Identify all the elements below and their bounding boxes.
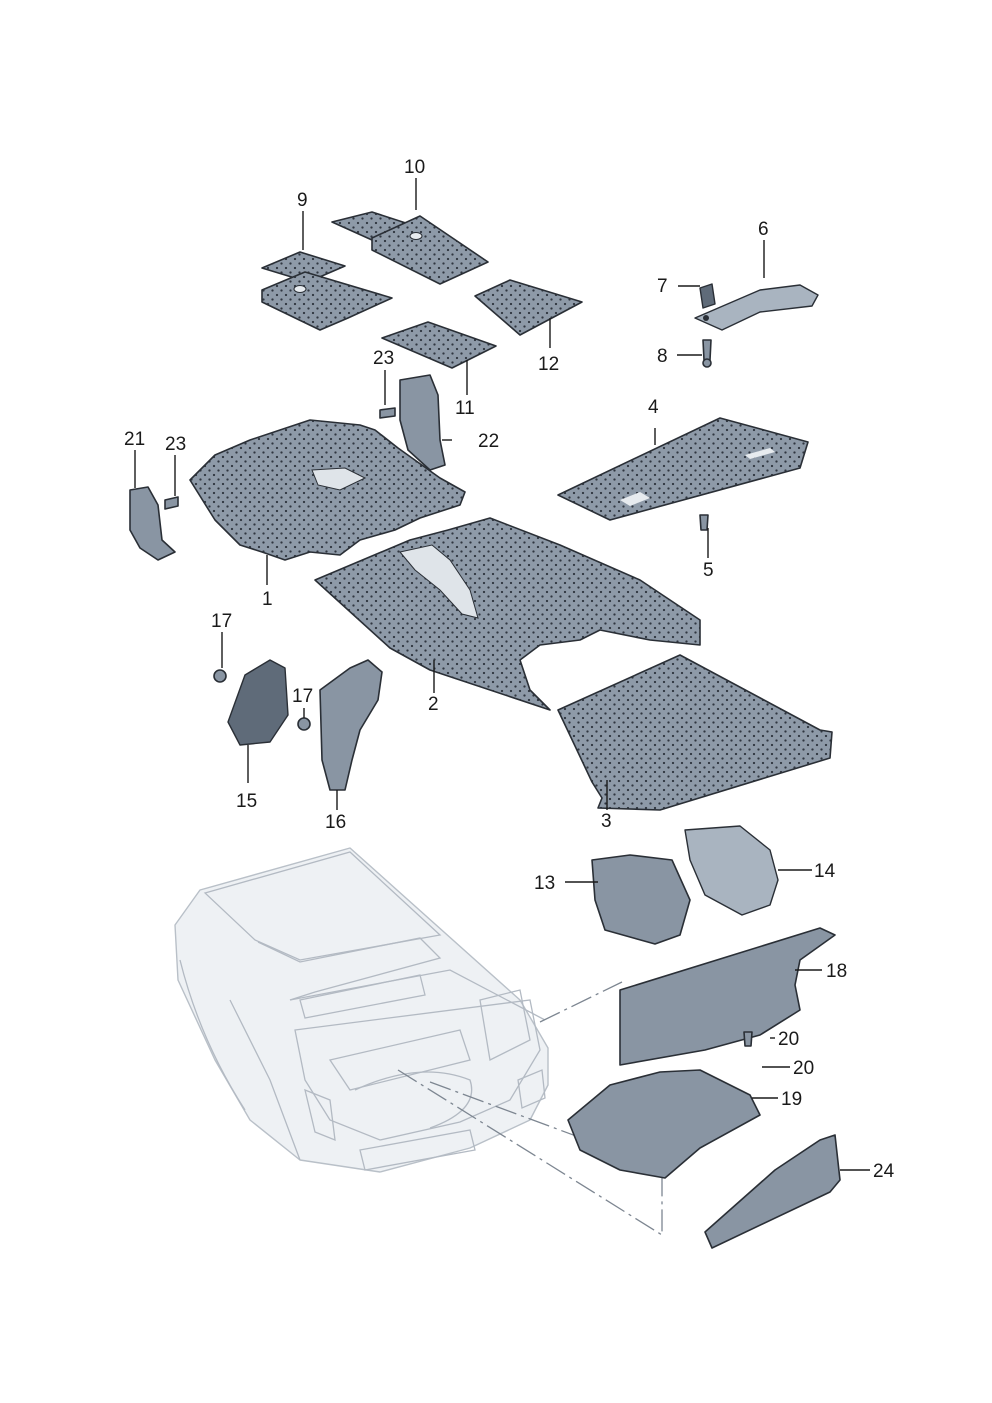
callout-14: 14 (814, 861, 836, 882)
callout-15: 15 (236, 791, 257, 812)
callout-13: 13 (534, 873, 555, 894)
luggage-rear-panel-trim (619, 927, 836, 1066)
floor-mat-rear-left (261, 251, 393, 331)
footwell-trim-left (129, 486, 179, 561)
callout-11: 11 (455, 398, 475, 419)
callout-23-upper: 23 (373, 348, 394, 369)
callout-22: 22 (478, 431, 499, 452)
floor-mat-front-left (331, 211, 489, 285)
callout-23-left: 23 (165, 434, 186, 455)
callout-21: 21 (124, 429, 145, 450)
callout-17-left: 17 (211, 611, 232, 632)
front-floor-carpet (189, 419, 466, 561)
callout-6: 6 (758, 219, 769, 240)
luggage-compartment-floor (557, 654, 833, 811)
callout-1: 1 (262, 589, 273, 610)
car-rear-body (174, 847, 549, 1173)
floor-mat-rear-right (381, 321, 497, 369)
callout-12: 12 (538, 354, 559, 375)
callout-3: 3 (601, 811, 612, 832)
callout-10: 10 (404, 157, 425, 178)
luggage-side-panel (704, 1134, 841, 1249)
callout-2: 2 (428, 694, 439, 715)
spare-wheel-well-cover (567, 1069, 761, 1179)
callout-8: 8 (657, 346, 668, 367)
callout-20-upper: 20 (778, 1029, 799, 1050)
bracket-assembly (694, 283, 819, 368)
leader-lines (134, 178, 870, 1171)
callout-24: 24 (873, 1161, 895, 1182)
rear-floor-carpet (314, 517, 701, 711)
storage-boxes (591, 825, 779, 945)
callout-16: 16 (325, 812, 346, 833)
callout-4: 4 (648, 397, 659, 418)
rear-side-trim-pieces (213, 659, 383, 791)
callout-9: 9 (297, 190, 308, 211)
callout-5: 5 (703, 560, 714, 581)
rear-parcel-shelf-trim (557, 417, 809, 531)
callout-7: 7 (657, 276, 668, 297)
callout-labels: 10 9 6 7 8 12 23 11 22 4 5 21 23 1 17 2 … (124, 157, 895, 1182)
callout-20-lower: 20 (793, 1058, 814, 1079)
floor-mat-front-right (474, 279, 583, 336)
callout-17-right: 17 (292, 686, 313, 707)
center-tunnel-trim (379, 374, 446, 471)
callout-19: 19 (781, 1089, 802, 1110)
callout-18: 18 (826, 961, 847, 982)
